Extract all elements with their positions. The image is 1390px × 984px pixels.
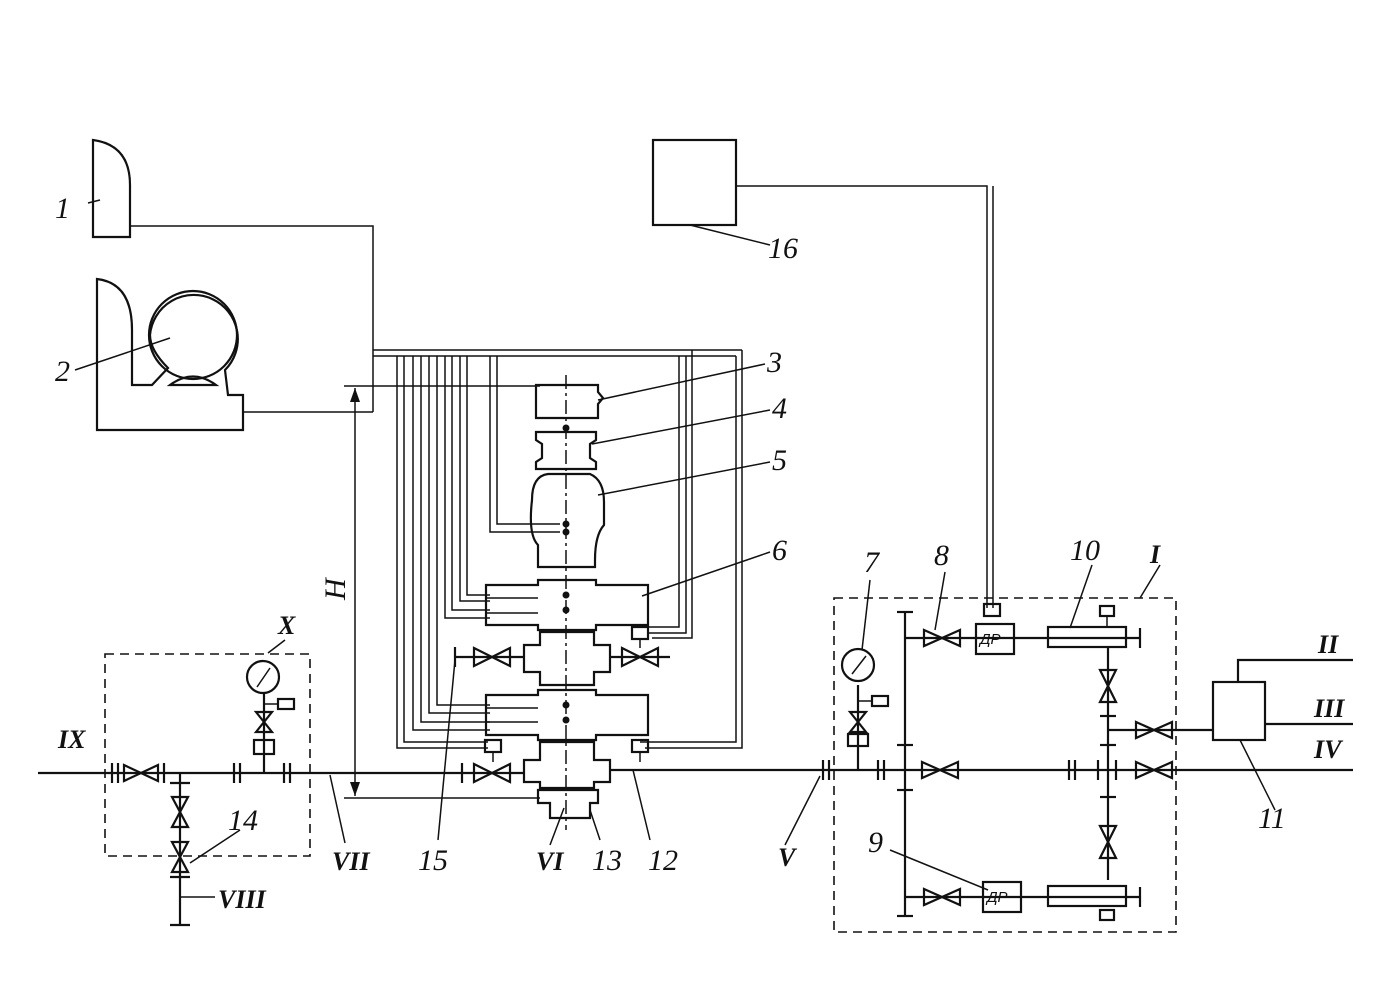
roman-IX: IX [57, 725, 86, 754]
label-7: 7 [864, 546, 881, 579]
label-15: 15 [418, 844, 448, 877]
dr-label-bottom: ДР [985, 889, 1008, 906]
label-11: 11 [1258, 802, 1286, 835]
height-dimension-H [344, 388, 540, 799]
wellhead-side-valves [453, 625, 670, 762]
label-9: 9 [868, 826, 883, 859]
control-line-bundle [344, 349, 743, 749]
label-H: H [319, 576, 352, 601]
unit-2-pump [95, 277, 373, 432]
label-10: 10 [1070, 534, 1100, 567]
roman-III: III [1313, 694, 1345, 723]
roman-V: V [778, 843, 798, 872]
label-14: 14 [228, 804, 258, 837]
dr-label-top: ДР [978, 631, 1001, 648]
wellhead-stack [484, 375, 650, 830]
label-2: 2 [55, 355, 70, 388]
roman-VIII: VIII [218, 885, 267, 914]
roman-I: I [1149, 540, 1161, 569]
roman-VI: VI [536, 847, 564, 876]
label-8: 8 [934, 539, 949, 572]
leader-lines [74, 199, 1276, 891]
manifold-box-right [833, 597, 1177, 933]
label-13: 13 [592, 844, 622, 877]
label-5: 5 [772, 444, 787, 477]
label-16: 16 [768, 232, 798, 265]
label-4: 4 [772, 392, 787, 425]
roman-X: X [277, 611, 296, 640]
main-line-left [38, 639, 524, 927]
label-3: 3 [766, 346, 782, 379]
roman-VII: VII [332, 847, 370, 876]
label-12: 12 [648, 844, 678, 877]
roman-II: II [1317, 630, 1339, 659]
label-1: 1 [55, 192, 70, 225]
unit-1-tank [91, 138, 374, 412]
main-line-right: ДР ДР [610, 138, 1353, 922]
label-6: 6 [772, 534, 787, 567]
manifold-box-left [104, 653, 311, 857]
roman-IV: IV [1313, 735, 1344, 764]
